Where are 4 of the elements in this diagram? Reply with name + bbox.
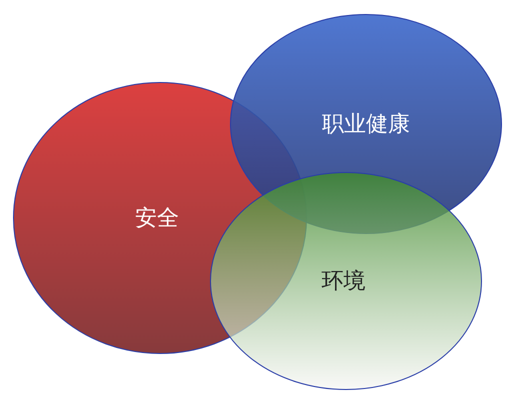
set-label: 职业健康	[322, 111, 410, 139]
set-label: 环境	[321, 268, 366, 296]
venn-ellipse	[210, 172, 482, 390]
set-label: 安全	[135, 205, 180, 233]
